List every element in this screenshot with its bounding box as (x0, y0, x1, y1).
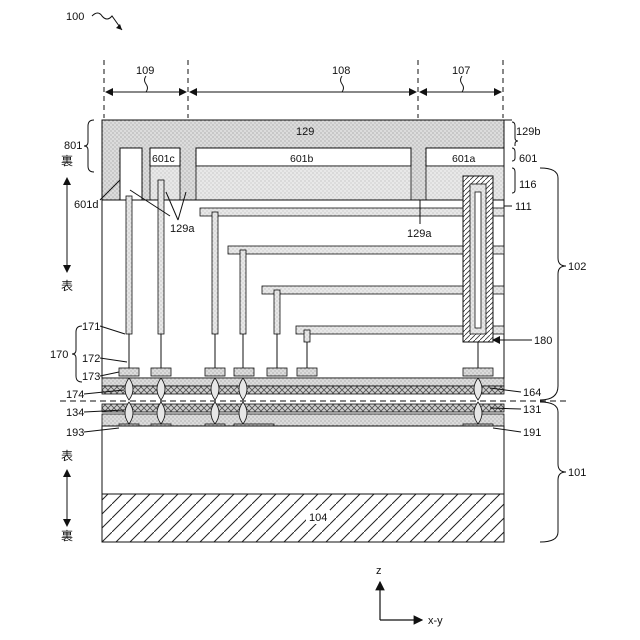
direction-front-top: 表 (61, 279, 73, 293)
layer-601-label: 601 (519, 153, 537, 165)
cell-601b-label: 601b (290, 153, 314, 165)
ref-601d-label: 601d (74, 199, 98, 211)
ref-134-label: 134 (66, 407, 84, 419)
side-102-label: 102 (568, 261, 586, 273)
figure-ref-arrowhead (116, 24, 122, 30)
ref-129a-left-label: 129a (170, 223, 195, 235)
bracket-801 (84, 120, 94, 172)
cell-601a-label: 601a (452, 153, 476, 165)
cell-601c-label: 601c (152, 153, 175, 165)
top-layer-129-label: 129 (296, 126, 314, 138)
substrate-104-label: 104 (309, 512, 327, 524)
region-109-label: 109 (136, 65, 154, 77)
element-180 (463, 176, 493, 342)
element-180-label: 180 (534, 335, 552, 347)
direction-back-top: 裏 (61, 153, 73, 168)
region-107-label: 107 (452, 65, 470, 77)
ref-173-label: 173 (82, 371, 100, 383)
ref-131-label: 131 (523, 404, 541, 416)
ref-170-label: 170 (50, 349, 68, 361)
bracket-170 (72, 326, 82, 382)
ref-172-label: 172 (82, 353, 100, 365)
ref-193-label: 193 (66, 427, 84, 439)
ref-129a-right-label: 129a (407, 228, 432, 240)
ref-171-label: 171 (82, 321, 100, 333)
substrate-104 (102, 494, 504, 542)
direction-back-bottom: 裏 (61, 528, 73, 543)
region-dimensions (104, 60, 503, 118)
layer-111-label: 111 (515, 201, 532, 213)
bracket-101 (540, 402, 566, 542)
layer-116-label: 116 (519, 179, 537, 191)
axis-z-label: z (376, 565, 382, 577)
region-108-label: 108 (332, 65, 350, 77)
group-801-label: 801 (64, 140, 82, 152)
layer-129b-label: 129b (516, 126, 540, 138)
bracket-102 (540, 168, 566, 400)
ref-174-label: 174 (66, 389, 84, 401)
axis-indicator (380, 582, 422, 620)
lower-wafer-body (102, 426, 504, 494)
ref-164-label: 164 (523, 387, 541, 399)
axis-xy-label: x-y (428, 615, 443, 627)
direction-front-bottom: 表 (61, 449, 73, 463)
side-101-label: 101 (568, 467, 586, 479)
ref-191-label: 191 (523, 427, 541, 439)
figure-ref-label: 100 (66, 11, 84, 23)
